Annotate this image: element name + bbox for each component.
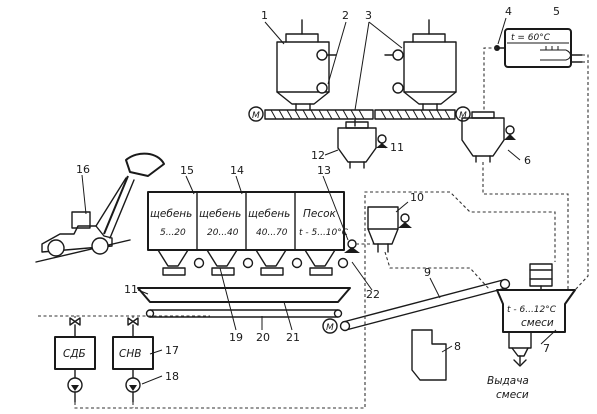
concrete-mixer-7: t - 6...12°C смеси — [496, 263, 576, 367]
callout-21: 21 — [286, 331, 300, 344]
front-loader-16 — [35, 152, 165, 263]
callout-1: 1 — [261, 9, 268, 22]
mixer-label: смеси — [521, 317, 554, 329]
output-label-line-2: смеси — [496, 389, 529, 401]
callout-5: 5 — [553, 5, 560, 18]
motor-label: M — [459, 111, 467, 121]
cement-doser-12 — [337, 118, 388, 169]
mixer-temperature: t - 6...12°C — [507, 305, 557, 315]
heater-temperature: t = 60°C — [511, 33, 551, 43]
water-heater-tank: t = 60°C — [494, 28, 583, 68]
bin-2-range: 20...40 — [207, 228, 239, 238]
collecting-conveyor: M — [137, 287, 351, 334]
aggregate-bins — [147, 191, 374, 276]
bin-1-range: 5...20 — [160, 228, 186, 238]
tank-sdb: СДБ — [54, 317, 96, 403]
callout-18: 18 — [165, 370, 179, 383]
tank-sdb-label: СДБ — [63, 348, 86, 360]
pipelines — [38, 47, 589, 409]
motor-label: M — [326, 323, 334, 333]
callout-13: 13 — [317, 164, 331, 177]
tank-snv: СНВ — [112, 317, 154, 403]
callout-10: 10 — [410, 191, 424, 204]
tank-snv-label: СНВ — [119, 348, 141, 360]
callout-19: 19 — [229, 331, 243, 344]
output-label-line-1: Выдача — [487, 375, 529, 387]
callout-12: 12 — [311, 149, 325, 162]
callout-16: 16 — [76, 163, 90, 176]
callout-2: 2 — [342, 9, 349, 22]
bin-3-name: щебень — [248, 208, 290, 220]
outlet-chute-8 — [411, 329, 447, 381]
screw-conveyor-left: M — [248, 106, 374, 122]
inclined-conveyor-9 — [339, 278, 511, 332]
bin-4-range: t - 5...10°C — [299, 228, 349, 238]
callout-17: 17 — [165, 344, 179, 357]
cement-silo-1 — [276, 19, 337, 111]
callout-15: 15 — [180, 164, 194, 177]
callout-leaders — [81, 17, 557, 385]
additive-doser-6 — [461, 111, 516, 163]
bin-1-name: щебень — [150, 208, 192, 220]
bin-3-range: 40...70 — [256, 228, 288, 238]
callout-14: 14 — [230, 164, 244, 177]
callout-3: 3 — [365, 9, 372, 22]
water-doser-10 — [367, 206, 412, 253]
callout-11-conveyor: 11 — [124, 283, 138, 296]
callout-4: 4 — [505, 5, 512, 18]
bin-4-name: Песок — [303, 208, 337, 220]
motor-label: M — [252, 111, 260, 121]
callout-11: 11 — [390, 141, 404, 154]
callout-6: 6 — [524, 154, 531, 167]
callout-8: 8 — [454, 340, 461, 353]
callout-20: 20 — [256, 331, 270, 344]
callout-7: 7 — [543, 342, 550, 355]
bin-2-name: щебень — [199, 208, 241, 220]
cement-silo-2 — [384, 19, 457, 111]
callout-22: 22 — [366, 288, 380, 301]
callout-9: 9 — [424, 266, 431, 279]
